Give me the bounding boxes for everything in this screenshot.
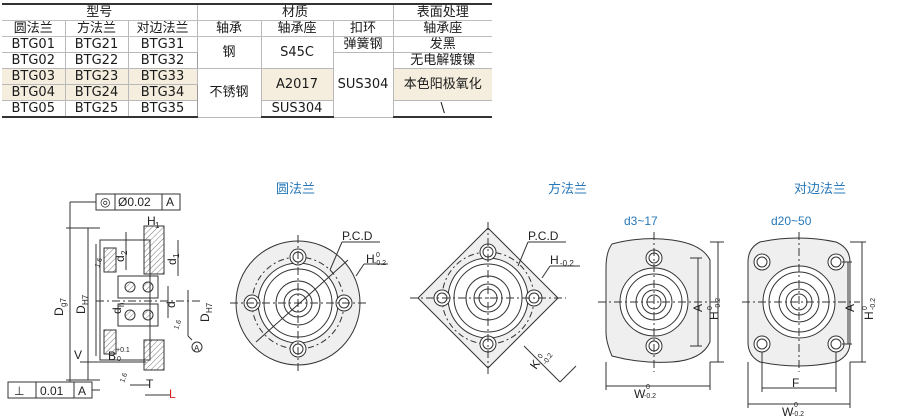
subheader-snap-ring: 扣环 (332, 20, 394, 37)
square-pcd-label: P.C.D (528, 229, 559, 243)
square-k-tol-top: 0 (537, 353, 545, 360)
cell-round: BTG03 (2, 68, 66, 85)
side-section-view: ◎ Ø0.02 A H 1 d 2 d 1 D g7 D H7 d h d D … (7, 193, 214, 401)
round-flange-view: P.C.D H 0 -0.2 (230, 229, 388, 371)
datum-a-label: A (194, 344, 200, 353)
caption-range-large: d20~50 (771, 214, 812, 228)
label-dh-inner-sub: h (117, 303, 126, 307)
perpendicularity-value: 0.01 (40, 384, 64, 398)
cell-square: BTG25 (64, 100, 129, 118)
opp-small-h-label: H (707, 311, 721, 320)
roughness-mark-1: 1.6 (94, 257, 104, 269)
label-d2-sub: 2 (120, 250, 129, 255)
opp-small-h-tol-top: 0 (707, 306, 714, 310)
caption-opposite-flange: 对边法兰 (794, 182, 847, 197)
subheader-surface-housing: 轴承座 (392, 20, 492, 37)
table-row: BTG03 BTG23 BTG33 不锈钢 A2017 本色阳极氧化 (2, 68, 492, 118)
opp-large-w-tol-bottom: -0.2 (792, 411, 804, 418)
table-row: BTG05 BTG25 BTG35 SUS304 \ (2, 100, 492, 118)
cell-housing-s45c: S45C (260, 36, 334, 69)
label-t: T (146, 377, 154, 391)
table-row: BTG02 BTG22 BTG32 SUS304 无电解镀镍 (2, 52, 492, 118)
spec-table: 型号 材质 表面处理 圆法兰 方法兰 对边法兰 轴承 轴承座 扣环 轴承座 BT… (2, 3, 492, 118)
label-dh-inner: d (110, 307, 124, 314)
label-d1: d (165, 258, 179, 265)
label-d1-sub: 1 (172, 253, 181, 258)
cell-housing-sus304: SUS304 (260, 100, 334, 118)
caption-square-flange: 方法兰 (548, 182, 588, 197)
roughness-mark-2: 1.6 (173, 319, 183, 331)
label-dh7-right-sub: H7 (205, 302, 214, 313)
opp-large-w-tol-top: 0 (794, 402, 798, 409)
square-h-label: H (550, 253, 559, 267)
opp-large-w-label: W (782, 405, 794, 419)
concentricity-symbol: ◎ (100, 195, 110, 209)
cell-opposite: BTG34 (127, 84, 198, 101)
caption-round-flange: 圆法兰 (276, 182, 316, 197)
opp-large-f-label: F (792, 376, 799, 390)
table-row: BTG04 BTG24 BTG34 (2, 84, 492, 101)
label-d: d (164, 301, 178, 308)
cell-opposite: BTG31 (127, 36, 198, 53)
concentricity-datum: A (166, 195, 174, 209)
label-dg7: D (52, 307, 66, 316)
round-h-label: H (366, 252, 375, 266)
subheader-bearing: 轴承 (196, 20, 262, 37)
perpendicularity-datum: A (78, 384, 86, 398)
concentricity-value: Ø0.02 (118, 195, 151, 209)
cell-surface-nickel: 无电解镀镍 (392, 52, 492, 69)
opp-small-w-tol-top: 0 (646, 384, 650, 391)
cell-square: BTG22 (64, 52, 129, 69)
label-d2: d (113, 255, 127, 262)
cell-round: BTG01 (2, 36, 66, 53)
opp-large-h-label: H (862, 311, 876, 320)
label-l: L (169, 387, 176, 401)
cell-surface-none: \ (392, 100, 492, 118)
cell-snap-spring-steel: 弹簧钢 (332, 36, 394, 53)
round-h-tol-bottom: -0.2 (374, 260, 386, 267)
perpendicularity-symbol: ⊥ (14, 384, 24, 398)
cell-opposite: BTG33 (127, 68, 198, 85)
opp-large-h-tol-bottom: -0.2 (870, 298, 877, 310)
label-dh7-outer-sub: H7 (81, 294, 90, 305)
cell-square: BTG24 (64, 84, 129, 101)
label-v: V (74, 348, 82, 362)
cell-round: BTG05 (2, 100, 66, 118)
cell-snap-sus304: SUS304 (332, 52, 394, 118)
cell-round: BTG02 (2, 52, 66, 69)
cell-surface-black: 发黑 (392, 36, 492, 53)
opp-small-w-tol-bottom: -0.2 (644, 393, 656, 400)
caption-range-small: d3~17 (624, 214, 658, 228)
cell-housing-a2017: A2017 (260, 68, 334, 101)
label-h1: H (147, 214, 156, 228)
opp-large-h-tol-top: 0 (862, 306, 869, 310)
square-h-tol: -0.2 (560, 259, 574, 268)
header-surface: 表面处理 (392, 3, 492, 21)
label-dh7-right: D (198, 313, 212, 322)
square-k-tol-bottom: -0.2 (542, 352, 555, 366)
opp-small-a-label: A (691, 304, 705, 312)
opposite-flange-small-view: A H 0 -0.2 W 0 -0.2 (598, 232, 724, 401)
subheader-housing: 轴承座 (260, 20, 334, 37)
label-dh7-outer: D (74, 305, 88, 314)
label-dg7-sub: g7 (59, 298, 68, 307)
opp-small-w-label: W (634, 387, 646, 401)
cell-surface-anodize: 本色阳极氧化 (392, 68, 492, 101)
label-b-tol-bottom: 0 (117, 356, 121, 363)
label-b-tol-top: +0.1 (116, 347, 130, 354)
opp-large-a-label: A (843, 304, 857, 312)
round-h-tol-top: 0 (376, 252, 380, 259)
cell-opposite: BTG35 (127, 100, 198, 118)
cell-bearing-steel: 钢 (196, 36, 262, 69)
round-pcd-label: P.C.D (342, 229, 373, 243)
roughness-mark-3: 1.6 (119, 372, 129, 384)
opposite-flange-large-view: A H 0 -0.2 F W 0 -0.2 (742, 232, 877, 419)
square-flange-view: P.C.D H -0.2 K 0 -0.2 (410, 222, 580, 383)
label-h1-sub: 1 (155, 221, 160, 230)
opp-small-h-tol-bottom: -0.2 (715, 298, 722, 310)
label-b: B (108, 349, 116, 363)
